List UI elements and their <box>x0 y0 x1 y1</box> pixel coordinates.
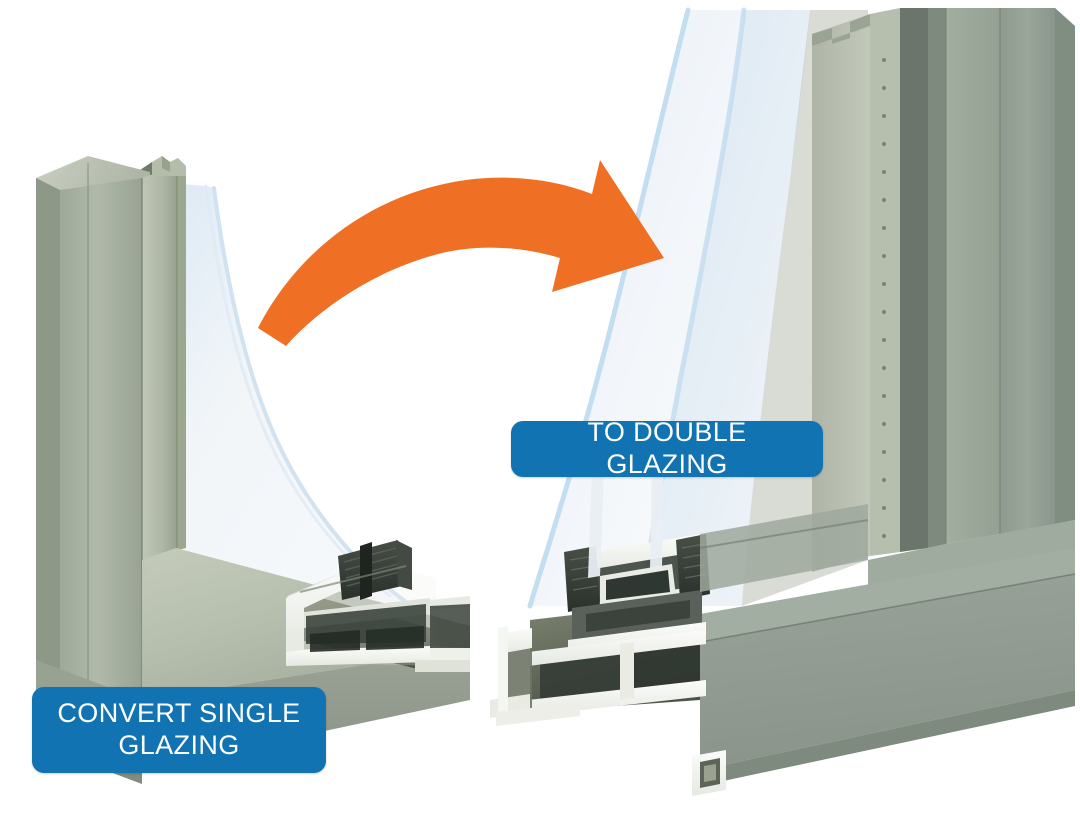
right-sill-seam <box>699 573 1076 643</box>
left-sill-cross-section <box>286 540 470 672</box>
right-frame-outer-edge <box>1055 8 1075 524</box>
right-sill-cross-section <box>490 460 710 726</box>
left-frame-outer-side <box>36 178 60 672</box>
right-sill-end-hook <box>692 750 726 796</box>
badge-convert-label: CONVERT SINGLE GLAZING <box>46 698 312 762</box>
left-sill-gasket <box>338 540 412 600</box>
curved-right-arrow <box>258 160 664 346</box>
left-frame-front-face <box>60 178 142 700</box>
inner-pane-foot <box>650 460 664 570</box>
right-frame-seams <box>945 8 1001 544</box>
right-sill-top-bevel <box>700 548 1075 642</box>
right-frame-reveal-2 <box>928 8 946 548</box>
left-bead-top-notch <box>152 156 186 176</box>
right-sill-front-plane <box>700 572 1075 770</box>
outer-pane-foot <box>588 468 604 578</box>
badge-convert-line1: CONVERT SINGLE <box>57 698 301 729</box>
right-window-double-glazing <box>490 7 1076 796</box>
right-frame-face-2 <box>1000 8 1055 534</box>
right-frame-dark-reveal <box>900 8 928 552</box>
badge-convert-single-glazing[interactable]: CONVERT SINGLE GLAZING <box>32 687 326 773</box>
right-frame-face-1 <box>946 8 1000 544</box>
badge-double-label: TO DOUBLE GLAZING <box>587 417 747 479</box>
spacer-bar-perforations <box>882 58 886 538</box>
badge-convert-line2: GLAZING <box>118 730 240 760</box>
right-sash-vertical-profiles <box>812 8 900 572</box>
badge-to-double-glazing[interactable]: TO DOUBLE GLAZING <box>511 417 823 479</box>
right-sill-bottom-edge <box>700 690 1075 786</box>
